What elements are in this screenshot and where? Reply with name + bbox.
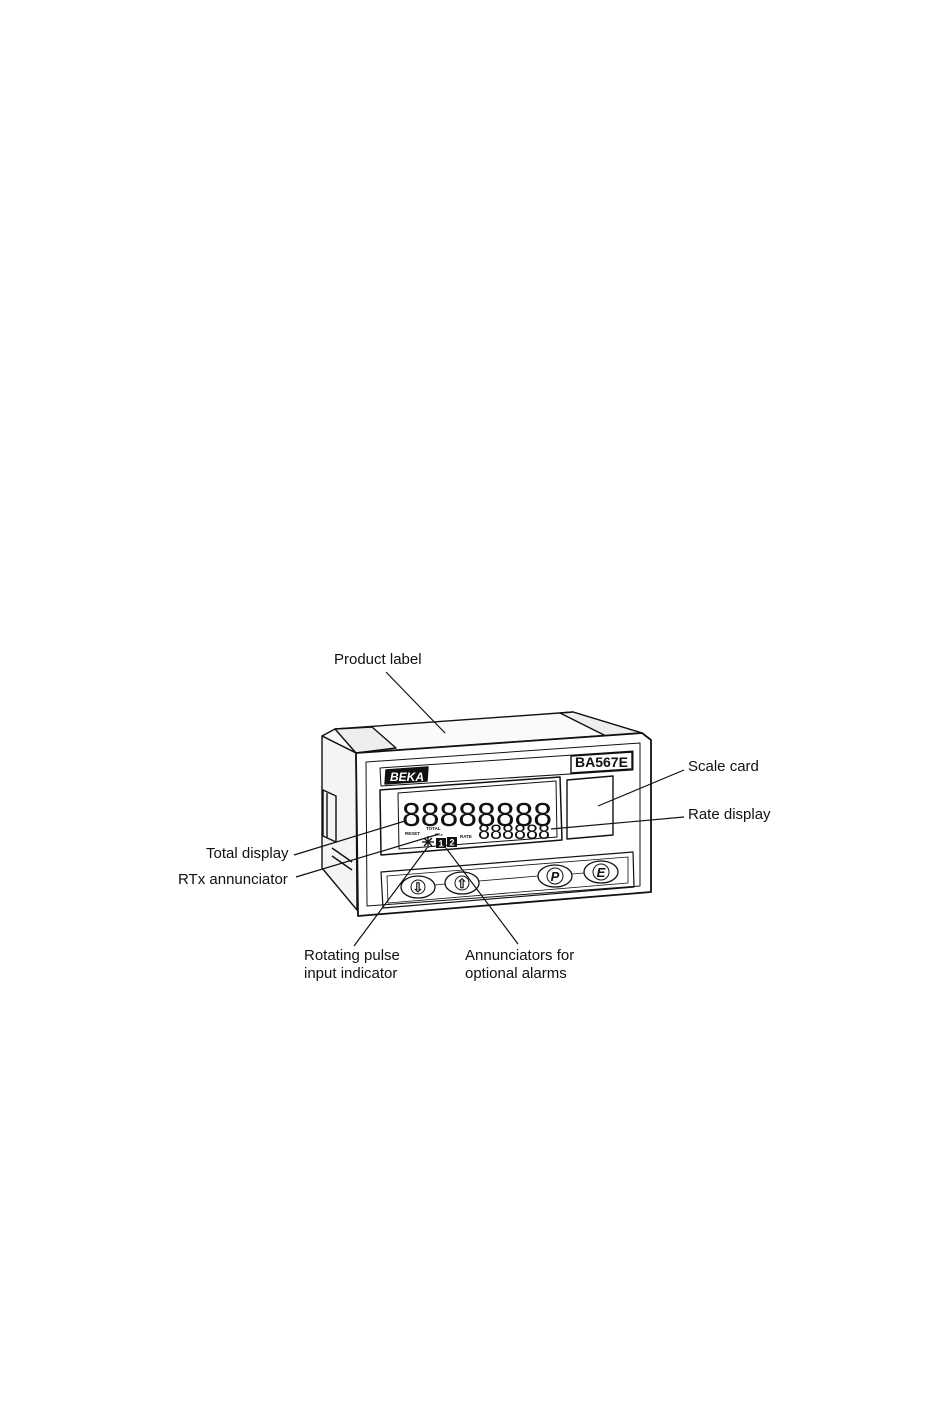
down-button[interactable]: ⇩ xyxy=(413,880,424,895)
brand-logo: BEKA xyxy=(390,770,424,784)
callout-rotating-pulse-line1: Rotating pulse xyxy=(304,947,400,965)
rate-display-digits: 888888 xyxy=(478,821,550,844)
callout-alarms-line2: optional alarms xyxy=(465,965,574,983)
callout-rtx-annunciator: RTx annunciator xyxy=(178,871,288,889)
callout-alarms: Annunciators for optional alarms xyxy=(465,947,574,983)
callout-scale-card: Scale card xyxy=(688,758,759,776)
alarm-1-annunciator: 1 xyxy=(439,839,444,849)
callout-rotating-pulse-line2: input indicator xyxy=(304,965,400,983)
p-button[interactable]: P xyxy=(551,869,560,884)
alarm-2-annunciator: 2 xyxy=(450,838,455,848)
total-label: TOTAL xyxy=(426,826,441,831)
callout-rotating-pulse: Rotating pulse input indicator xyxy=(304,947,400,983)
e-button[interactable]: E xyxy=(597,865,606,880)
reset-label: RESET xyxy=(405,831,420,836)
callout-alarms-line1: Annunciators for xyxy=(465,947,574,965)
rate-label: RATE xyxy=(460,834,472,839)
callout-total-display: Total display xyxy=(206,845,289,863)
callout-rate-display: Rate display xyxy=(688,806,771,824)
callout-product-label: Product label xyxy=(334,651,422,669)
up-button[interactable]: ⇧ xyxy=(457,876,468,891)
model-label: BA567E xyxy=(575,754,628,770)
